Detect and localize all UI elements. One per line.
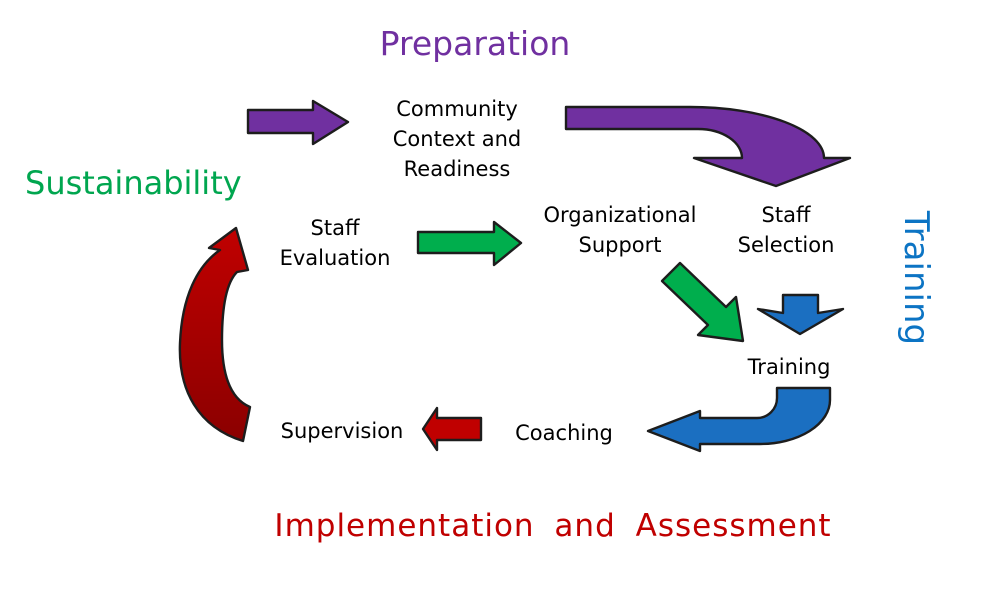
staff-selection-to-training-arrow-icon	[756, 293, 845, 336]
sustainability-loop-arrow-icon	[178, 226, 252, 443]
phase-title-preparation: Preparation	[379, 24, 571, 63]
node-community-context-readiness: Community Context and Readiness	[392, 97, 522, 181]
preparation-entry-arrow-icon	[246, 99, 350, 146]
node-staff-evaluation: Staff Evaluation	[279, 216, 391, 270]
phase-title-training: Training	[896, 210, 936, 346]
phase-title-implementation-assessment: Implementation and Assessment	[274, 508, 832, 544]
phase-title-sustainability: Sustainability	[25, 164, 242, 202]
coaching-to-supervision-arrow-icon	[421, 406, 483, 452]
node-organizational-support: Organizational Support	[543, 203, 697, 257]
training-to-coaching-arrow-icon	[646, 386, 832, 453]
org-support-to-training-arrow-icon	[660, 261, 745, 343]
node-training: Training	[747, 355, 831, 379]
community-to-staff-selection-arrow-icon	[564, 105, 852, 188]
node-staff-selection: Staff Selection	[737, 203, 835, 257]
node-coaching: Coaching	[515, 421, 613, 445]
node-supervision: Supervision	[280, 419, 404, 443]
staff-evaluation-to-org-support-arrow-icon	[416, 220, 523, 267]
